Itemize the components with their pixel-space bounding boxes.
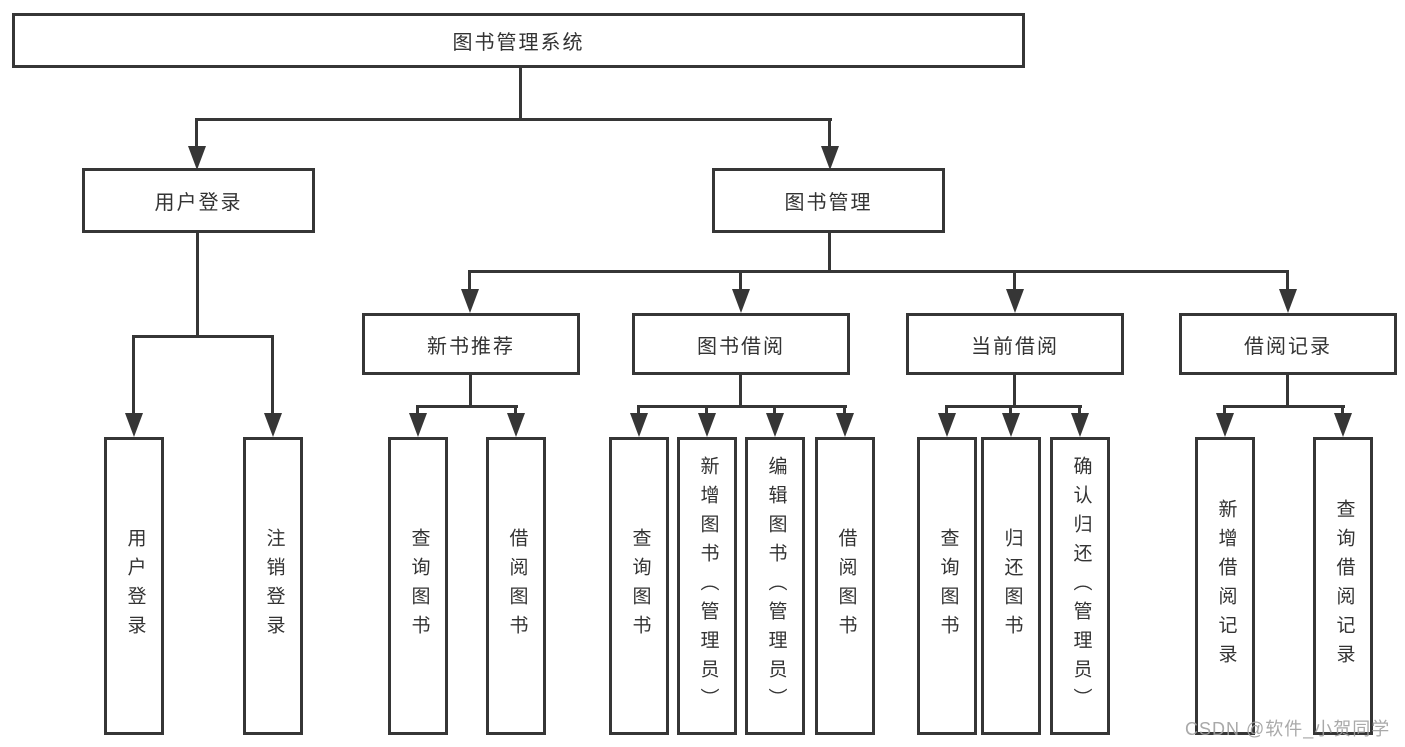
connector-drop-br-query <box>1341 405 1344 417</box>
leaf-bb-query: 查询图书 <box>609 437 669 735</box>
connector-drop-bb-edit <box>773 405 776 417</box>
connector-drop-cb-query <box>945 405 948 417</box>
leaf-bb-add: 新增图书（管理员） <box>677 437 737 735</box>
node-current-borrow: 当前借阅 <box>906 313 1124 375</box>
leaf-br-add: 新增借阅记录 <box>1195 437 1255 735</box>
connector-book-borrow-branch <box>637 405 847 408</box>
arrow-to-logout <box>264 413 282 437</box>
leaf-bb-query-label: 查询图书 <box>629 528 651 644</box>
node-new-books-label: 新书推荐 <box>427 335 515 358</box>
connector-drop-borrow-records <box>1286 270 1289 291</box>
connector-drop-user-login <box>195 118 198 150</box>
arrow-to-br-query <box>1334 413 1352 437</box>
connector-user-login-stub <box>196 233 199 337</box>
connector-root-stub <box>519 68 522 120</box>
connector-drop-bb-query <box>637 405 640 417</box>
connector-borrow-records-stub <box>1286 375 1289 407</box>
connector-new-books-branch <box>416 405 518 408</box>
arrow-to-br-add <box>1216 413 1234 437</box>
connector-current-borrow-stub <box>1013 375 1016 407</box>
connector-new-books-stub <box>469 375 472 407</box>
arrow-to-new-books <box>461 289 479 313</box>
node-borrow-records: 借阅记录 <box>1179 313 1397 375</box>
leaf-bb-borrow: 借阅图书 <box>815 437 875 735</box>
connector-drop-nb-query <box>416 405 419 417</box>
leaf-cb-confirm: 确认归还（管理员） <box>1050 437 1110 735</box>
connector-current-borrow-branch <box>945 405 1082 408</box>
arrow-to-login <box>125 413 143 437</box>
arrow-to-nb-query <box>409 413 427 437</box>
connector-drop-nb-borrow <box>514 405 517 417</box>
leaf-br-query: 查询借阅记录 <box>1313 437 1373 735</box>
connector-drop-book-borrow <box>739 270 742 291</box>
leaf-login: 用户登录 <box>104 437 164 735</box>
leaf-bb-borrow-label: 借阅图书 <box>835 528 857 644</box>
connector-book-mgmt-branch <box>468 270 1289 273</box>
arrow-to-nb-borrow <box>507 413 525 437</box>
connector-book-mgmt-stub <box>828 233 831 272</box>
leaf-cb-query-label: 查询图书 <box>937 528 959 644</box>
arrow-to-book-borrow <box>732 289 750 313</box>
connector-drop-cb-return <box>1009 405 1012 417</box>
connector-drop-br-add <box>1223 405 1226 417</box>
node-book-mgmt-label: 图书管理 <box>784 192 873 214</box>
leaf-logout: 注销登录 <box>243 437 303 735</box>
leaf-nb-borrow: 借阅图书 <box>486 437 546 735</box>
leaf-bb-edit-label: 编辑图书（管理员） <box>765 455 787 717</box>
leaf-br-add-label: 新增借阅记录 <box>1215 499 1237 673</box>
leaf-cb-confirm-label: 确认归还（管理员） <box>1070 455 1092 717</box>
arrow-to-cb-return <box>1002 413 1020 437</box>
node-book-borrow-label: 图书借阅 <box>697 335 785 358</box>
arrow-to-current-borrow <box>1006 289 1024 313</box>
arrow-to-bb-borrow <box>836 413 854 437</box>
leaf-nb-query: 查询图书 <box>388 437 448 735</box>
connector-drop-cb-confirm <box>1078 405 1081 417</box>
node-book-borrow: 图书借阅 <box>632 313 850 375</box>
node-root: 图书管理系统 <box>12 13 1025 68</box>
connector-borrow-records-branch <box>1223 405 1345 408</box>
arrow-to-borrow-records <box>1279 289 1297 313</box>
connector-drop-bb-borrow <box>843 405 846 417</box>
arrow-to-book-mgmt <box>821 146 839 170</box>
leaf-logout-label: 注销登录 <box>263 528 285 644</box>
arrow-to-bb-edit <box>766 413 784 437</box>
node-borrow-records-label: 借阅记录 <box>1244 335 1332 358</box>
connector-drop-new-books <box>468 270 471 291</box>
leaf-br-query-label: 查询借阅记录 <box>1333 499 1355 673</box>
connector-book-borrow-stub <box>739 375 742 407</box>
connector-drop-login <box>132 335 135 415</box>
leaf-bb-add-label: 新增图书（管理员） <box>697 455 719 717</box>
arrow-to-cb-confirm <box>1071 413 1089 437</box>
connector-root-branch <box>196 118 832 121</box>
arrow-to-user-login <box>188 146 206 170</box>
leaf-cb-return-label: 归还图书 <box>1001 528 1023 644</box>
connector-drop-book-mgmt <box>828 118 831 150</box>
leaf-cb-return: 归还图书 <box>981 437 1041 735</box>
leaf-nb-query-label: 查询图书 <box>408 528 430 644</box>
leaf-login-label: 用户登录 <box>124 528 146 644</box>
connector-drop-current-borrow <box>1013 270 1016 291</box>
csdn-watermark: CSDN @软件_小贺同学 <box>1185 719 1391 739</box>
arrow-to-bb-add <box>698 413 716 437</box>
leaf-cb-query: 查询图书 <box>917 437 977 735</box>
node-book-mgmt: 图书管理 <box>712 168 945 233</box>
node-new-books: 新书推荐 <box>362 313 580 375</box>
connector-drop-logout <box>271 335 274 415</box>
node-root-label: 图书管理系统 <box>452 32 585 54</box>
node-current-borrow-label: 当前借阅 <box>971 335 1059 358</box>
node-user-login-label: 用户登录 <box>154 192 243 214</box>
leaf-bb-edit: 编辑图书（管理员） <box>745 437 805 735</box>
arrow-to-bb-query <box>630 413 648 437</box>
arrow-to-cb-query <box>938 413 956 437</box>
node-user-login: 用户登录 <box>82 168 315 233</box>
connector-user-login-branch <box>132 335 274 338</box>
leaf-nb-borrow-label: 借阅图书 <box>506 528 528 644</box>
connector-drop-bb-add <box>705 405 708 417</box>
